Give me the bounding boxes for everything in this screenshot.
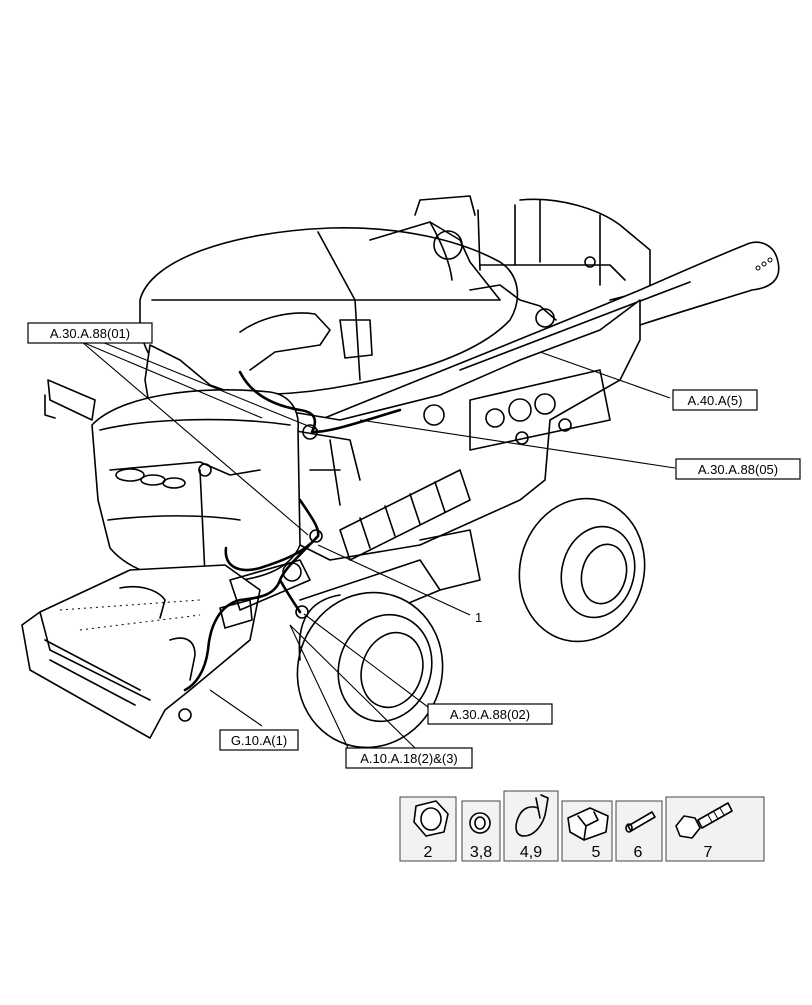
callout-a40-5-text: A.40.A(5) <box>688 393 743 408</box>
leader-lines <box>81 341 676 749</box>
combine-harvester-illustration <box>21 195 780 749</box>
part-5-number: 5 <box>592 844 601 861</box>
hex-bolt-icon <box>675 802 733 839</box>
part-5: 5 <box>561 800 613 862</box>
wire-harness <box>183 370 402 692</box>
callout-a30-88-02: A.30.A.88(02) <box>427 703 553 725</box>
part-6-number: 6 <box>634 844 643 861</box>
part-2-number: 2 <box>424 844 433 861</box>
callout-a10-18: A.10.A.18(2)&(3) <box>345 747 473 769</box>
callout-a30-88-05: A.30.A.88(05) <box>675 458 801 480</box>
part-4-9-number: 4,9 <box>520 844 542 861</box>
part-2: 2 <box>399 796 457 862</box>
callout-a30-88-02-text: A.30.A.88(02) <box>450 707 530 722</box>
feeder-house <box>21 564 261 739</box>
washer-icon <box>469 812 491 834</box>
part-7-number: 7 <box>704 844 713 861</box>
callout-g10-1: G.10.A(1) <box>219 729 299 751</box>
callout-a30-88-01-text: A.30.A.88(01) <box>50 326 130 341</box>
part-3-8-number: 3,8 <box>470 844 492 861</box>
callout-a30-88-01: A.30.A.88(01) <box>27 322 153 344</box>
callout-item-1: 1 <box>475 610 482 625</box>
feeder-dots <box>59 599 201 631</box>
rear-railing <box>414 195 651 301</box>
pin-icon <box>625 811 656 833</box>
callout-item-1-text: 1 <box>475 610 482 625</box>
operator-cab <box>91 389 301 584</box>
callout-a30-88-05-text: A.30.A.88(05) <box>698 462 778 477</box>
clip-block-icon <box>567 807 609 841</box>
callout-g10-1-text: G.10.A(1) <box>231 733 287 748</box>
cable-tie-icon <box>515 794 549 837</box>
part-6: 6 <box>615 800 663 862</box>
gauge-panel <box>423 369 611 451</box>
front-wheel <box>296 591 444 749</box>
hex-nut-icon <box>413 800 449 837</box>
callout-a40-5: A.40.A(5) <box>672 389 758 411</box>
parts-legend: 2 3,8 4,9 5 <box>399 790 765 862</box>
part-4-9: 4,9 <box>503 790 559 862</box>
rear-wheel <box>518 497 646 643</box>
part-7: 7 <box>665 796 765 862</box>
callout-a10-18-text: A.10.A.18(2)&(3) <box>360 751 458 766</box>
part-3-8: 3,8 <box>461 800 501 862</box>
